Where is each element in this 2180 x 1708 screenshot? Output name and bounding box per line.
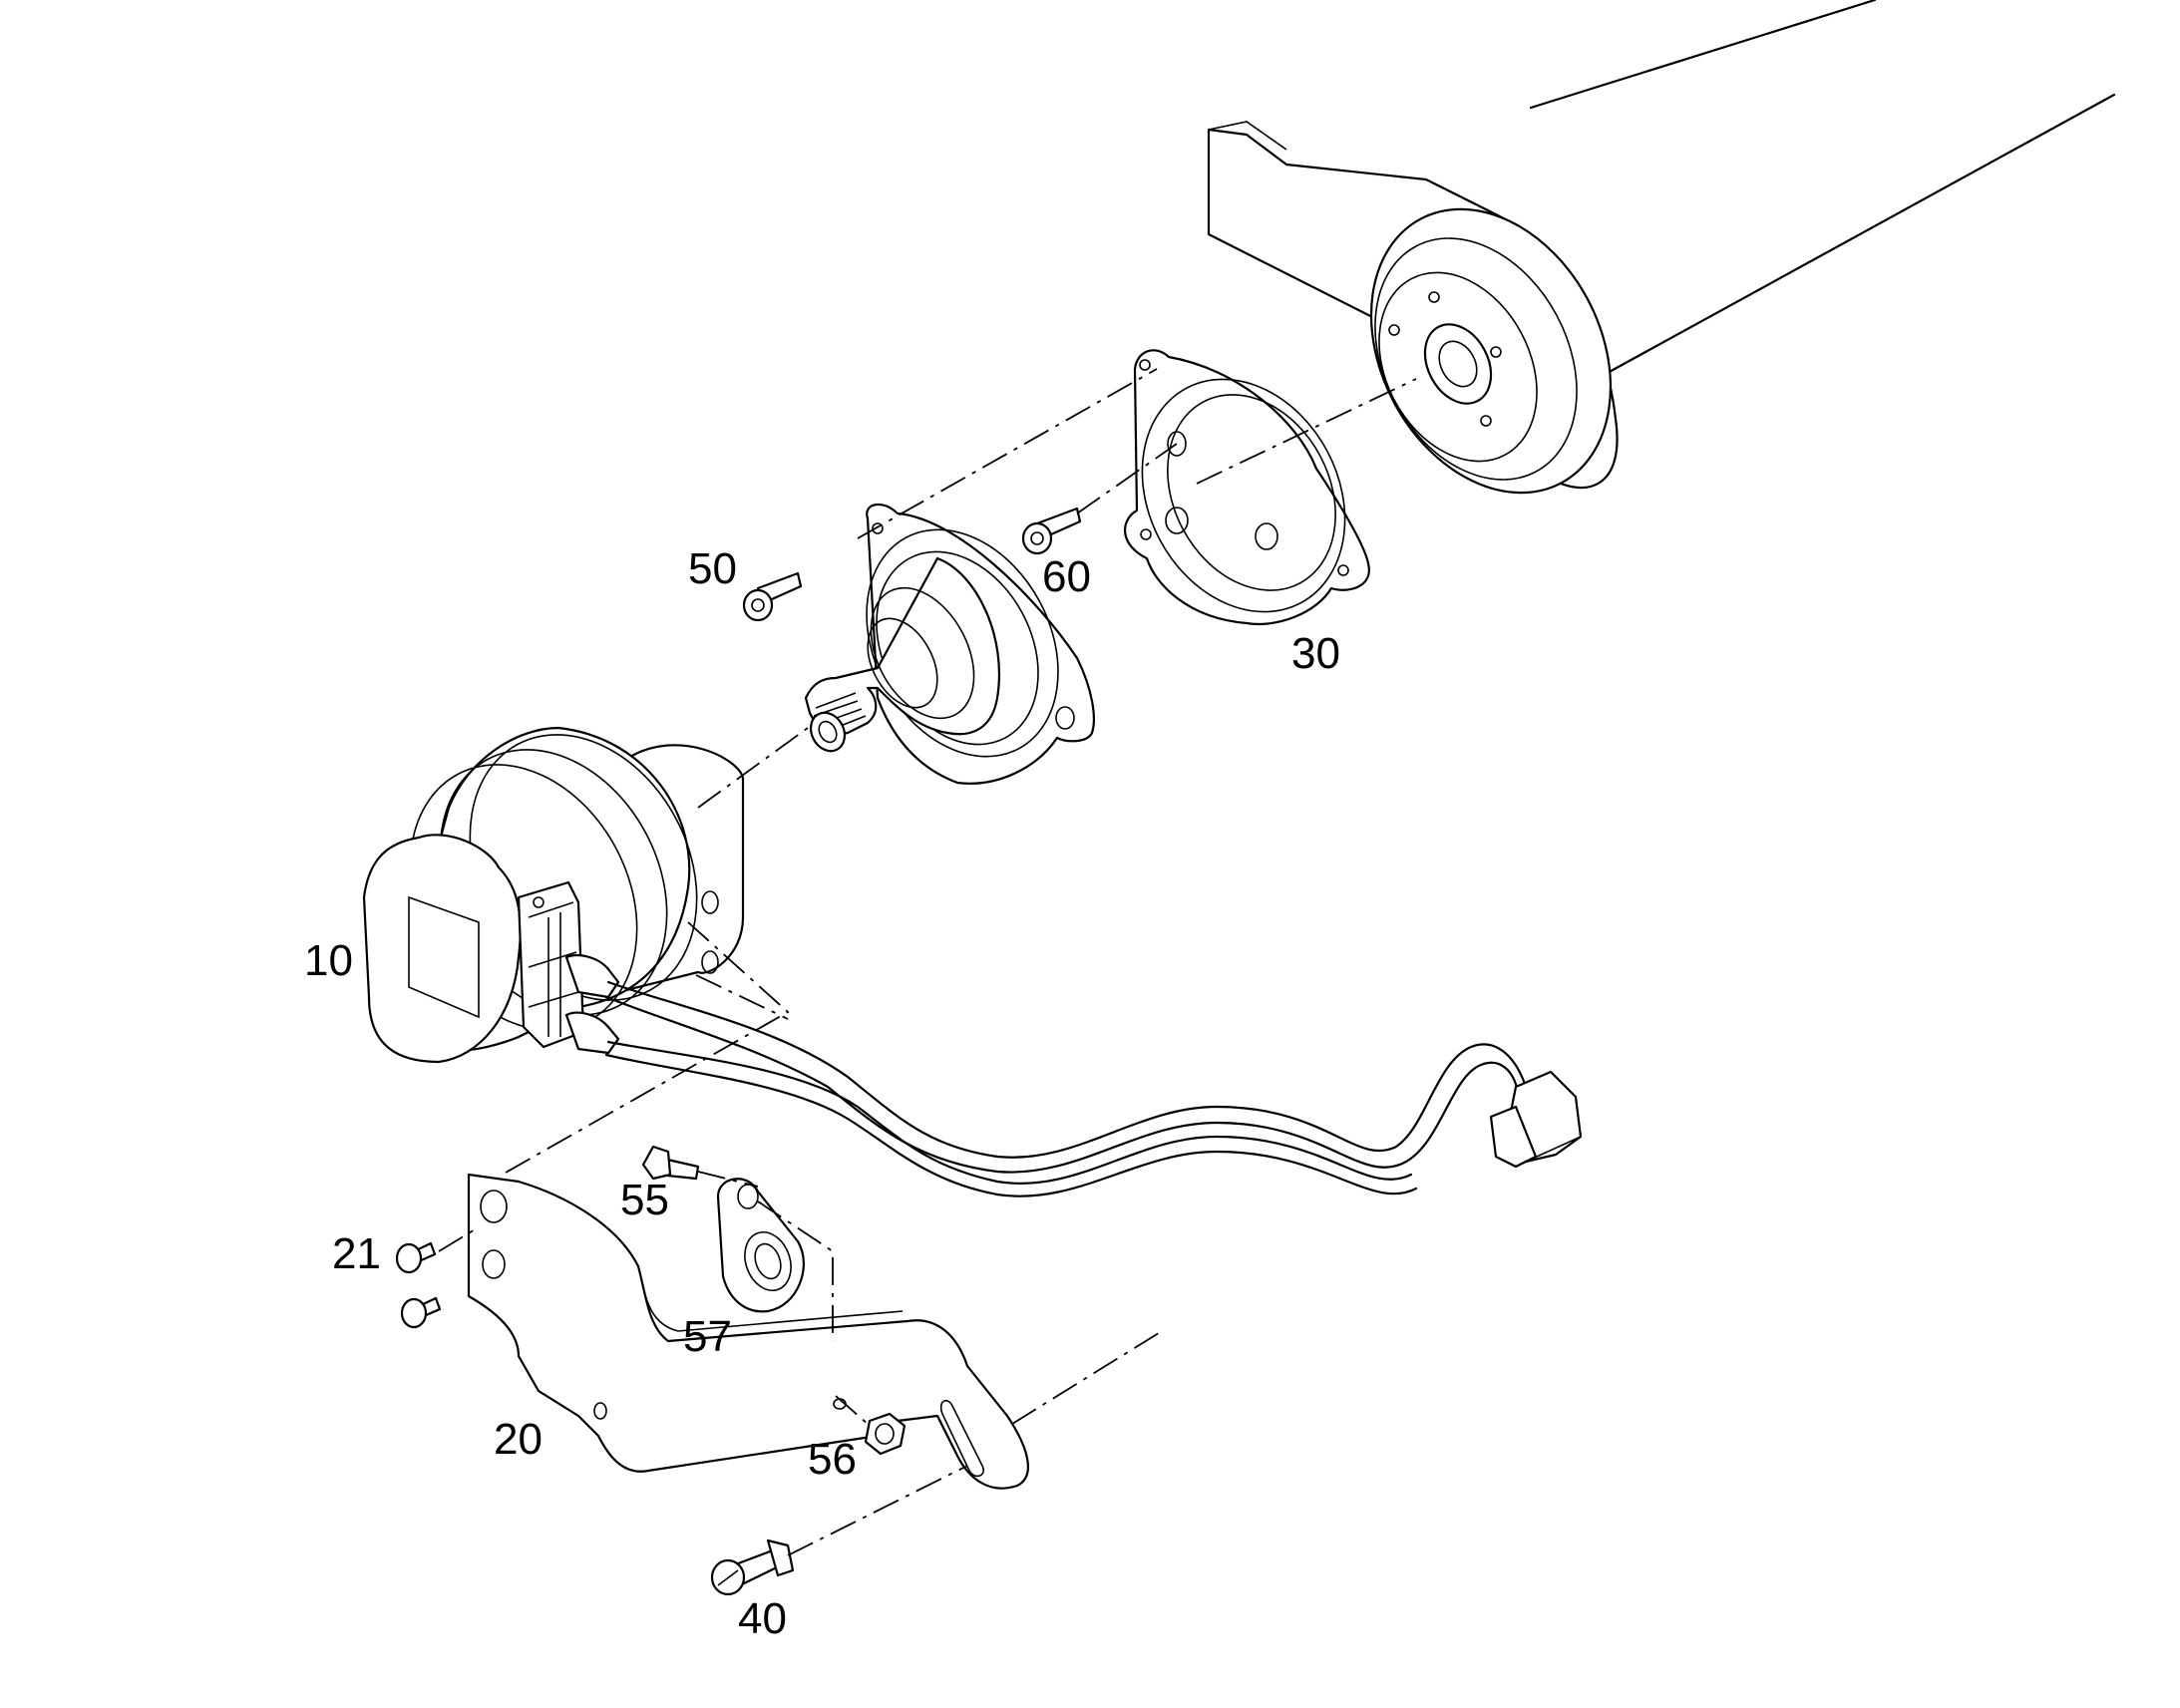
assembly-centerlines [438,368,1417,1556]
mounting-bracket [467,1173,1029,1490]
screw-21 [395,1241,442,1329]
screw-50 [742,571,803,622]
callout-40: 40 [738,1594,787,1643]
screw-55 [641,1145,700,1181]
screw-60 [1021,507,1082,555]
bolt-40 [710,1538,795,1596]
callout-10: 10 [304,936,353,985]
flange-housing [804,503,1095,785]
callout-21: 21 [332,1229,381,1278]
nut-56 [864,1412,907,1456]
sensor-cables [604,980,1583,1197]
callout-57: 57 [683,1312,732,1361]
callout-55: 55 [620,1176,669,1224]
adapter-plate [1124,349,1370,625]
callout-20: 20 [494,1415,543,1464]
callout-30: 30 [1291,629,1340,678]
cable-clamp [716,1178,805,1313]
callout-56: 56 [808,1435,857,1484]
sensor-unit [362,726,745,1064]
part-callouts: 10 20 21 30 40 50 55 56 57 60 [304,544,1340,1643]
axle-housing [1207,0,2116,495]
callout-50: 50 [688,544,737,593]
callout-60: 60 [1042,552,1091,601]
